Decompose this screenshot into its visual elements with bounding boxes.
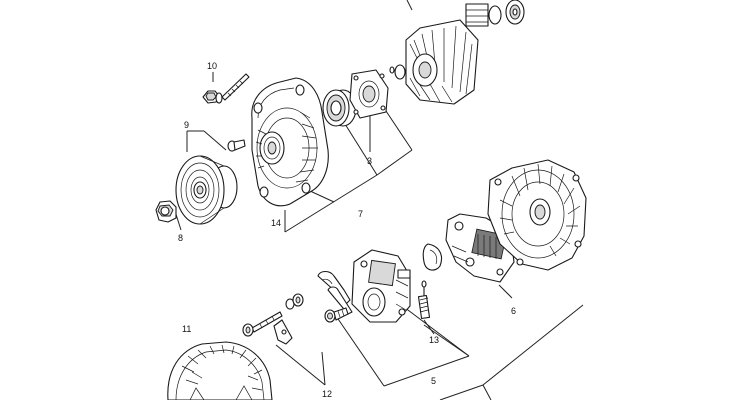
callout-9: 9 — [184, 120, 189, 130]
brush-holder-regulator — [317, 249, 411, 323]
bearing-retainer-plate — [349, 69, 389, 119]
callout-13: 13 — [429, 335, 439, 345]
part-12-terminal-set — [242, 293, 304, 345]
callout-10: 10 — [207, 61, 217, 71]
callout-12: 12 — [322, 389, 332, 399]
callout-6: 6 — [511, 306, 516, 316]
callout-8: 8 — [178, 233, 183, 243]
callout-labels: 10 9 8 3 14 7 6 13 11 12 5 — [178, 61, 516, 399]
callout-5: 5 — [431, 376, 436, 386]
callout-14: 14 — [271, 218, 281, 228]
part-13-brush-spring — [417, 280, 431, 319]
part-11-stator — [167, 341, 273, 400]
callout-3: 3 — [367, 156, 372, 166]
rotor-assembly — [389, 0, 525, 105]
part-9-spacer — [227, 139, 246, 152]
part-8-nut — [155, 200, 177, 223]
part-14-front-housing — [251, 77, 329, 207]
screw-short — [324, 307, 349, 323]
callout-11: 11 — [182, 324, 191, 334]
part-3-bearing — [322, 89, 357, 127]
part-9-pulley — [175, 155, 238, 225]
rear-housing — [487, 159, 587, 271]
callout-7: 7 — [358, 209, 363, 219]
leader-lines — [173, 72, 584, 400]
part-10-bolt — [202, 73, 250, 104]
